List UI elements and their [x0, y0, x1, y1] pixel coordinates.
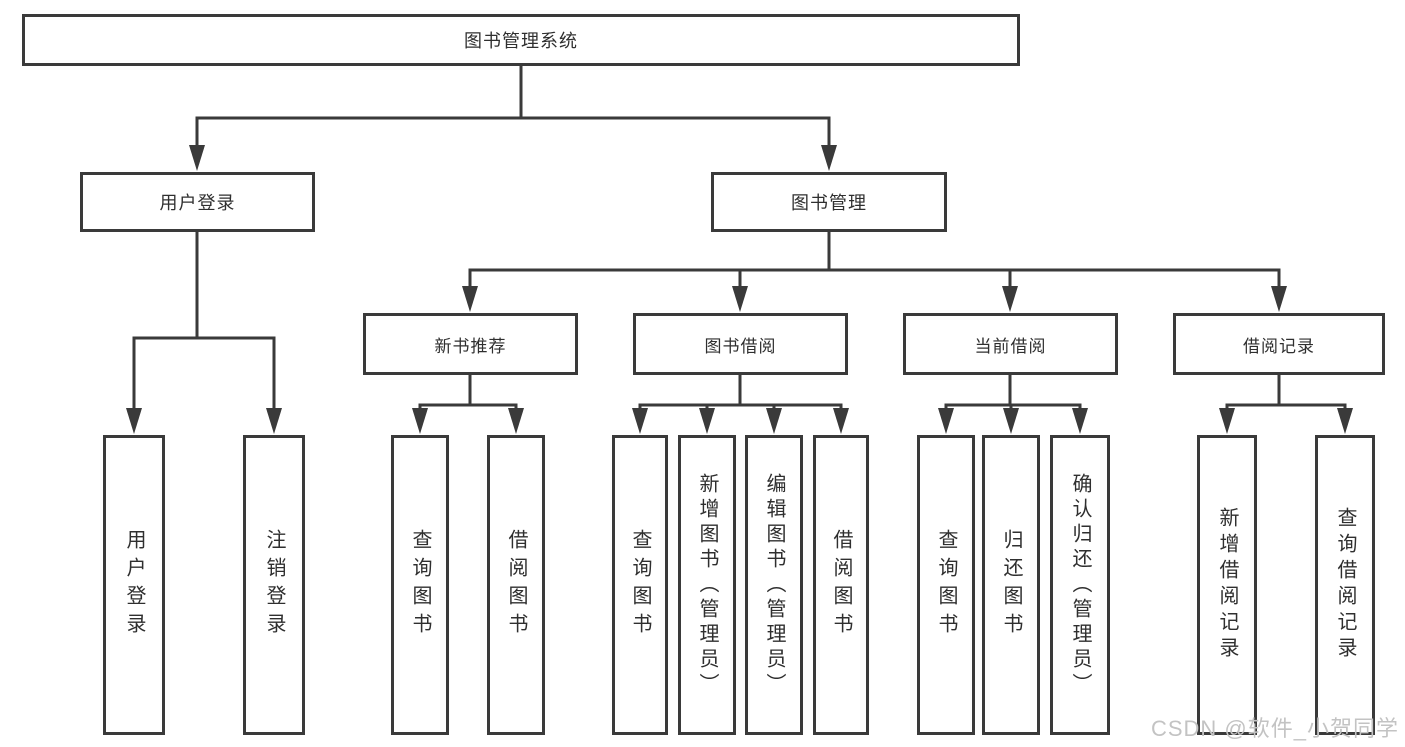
node-borrowing-records: 借阅记录: [1173, 313, 1385, 375]
leaf-query-borrow-record: 查询借阅记录: [1315, 435, 1375, 735]
leaf-borrow-books: 借阅图书: [487, 435, 545, 735]
leaf-edit-book-admin: 编辑图书（管理员）: [745, 435, 803, 735]
leaf-add-book-admin: 新增图书（管理员）: [678, 435, 736, 735]
node-book-management: 图书管理: [711, 172, 947, 232]
leaf-query-books: 查询图书: [391, 435, 449, 735]
node-library-management-system: 图书管理系统: [22, 14, 1020, 66]
csdn-watermark: CSDN @软件_小贺同学: [1150, 716, 1399, 741]
node-book-borrowing: 图书借阅: [633, 313, 848, 375]
leaf-add-borrow-record: 新增借阅记录: [1197, 435, 1257, 735]
leaf-user-login: 用户登录: [103, 435, 165, 735]
node-new-book-recommend: 新书推荐: [363, 313, 578, 375]
node-user-login: 用户登录: [80, 172, 315, 232]
leaf-logout: 注销登录: [243, 435, 305, 735]
leaf-return-book: 归还图书: [982, 435, 1040, 735]
leaf-borrow-books: 借阅图书: [813, 435, 869, 735]
leaf-query-books: 查询图书: [612, 435, 668, 735]
leaf-query-books: 查询图书: [917, 435, 975, 735]
node-current-borrowing: 当前借阅: [903, 313, 1118, 375]
leaf-confirm-return-admin: 确认归还（管理员）: [1050, 435, 1110, 735]
